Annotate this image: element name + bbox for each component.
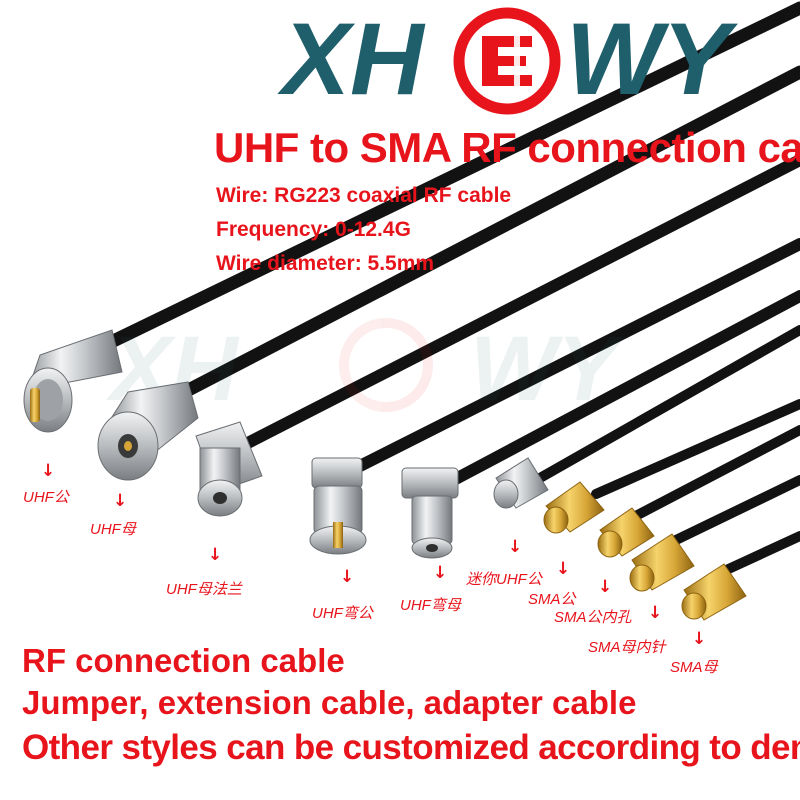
cable-sma-male — [591, 399, 800, 499]
label-sma-female: SMA母 — [670, 659, 718, 676]
label-sma-male-inner-hole: SMA公内孔 — [554, 609, 632, 626]
spec-wire: Wire: RG223 coaxial RF cable — [216, 184, 512, 207]
arrow-down-icon: ↓ — [556, 559, 571, 579]
spec-wire-diameter: Wire diameter: 5.5mm — [216, 252, 435, 275]
footer-line-1: RF connection cable — [22, 642, 345, 679]
spec-frequency: Frequency: 0-12.4G — [216, 218, 411, 241]
uhf-right-angle-male-connector — [309, 457, 367, 555]
cable-uhf-female — [143, 65, 800, 417]
uhf-female-flange-connector — [195, 421, 263, 517]
uhf-female-connector — [97, 381, 199, 481]
cable-uhf-flange — [232, 154, 800, 454]
label-uhf-right-angle-female: UHF弯母 — [400, 597, 461, 614]
watermark-logo: XH WY — [105, 318, 626, 420]
cable-uhf-male — [63, 1, 800, 369]
product-title: UHF to SMA RF connection cable — [214, 124, 800, 171]
label-uhf-right-angle-male: UHF弯公 — [312, 605, 373, 622]
arrow-down-icon: ↓ — [692, 629, 707, 649]
svg-text:WY: WY — [470, 318, 626, 420]
label-mini-uhf-male: 迷你UHF公 — [466, 571, 542, 588]
arrow-down-icon: ↓ — [208, 545, 223, 565]
uhf-right-angle-female-connector — [401, 467, 459, 559]
sma-female-inner-pin-connector — [629, 533, 695, 592]
label-sma-female-inner-pin: SMA母内针 — [588, 639, 666, 656]
logo-e-circle-icon — [453, 7, 561, 115]
cable-sma-male-rp — [623, 425, 800, 525]
footer-line-2: Jumper, extension cable, adapter cable — [22, 684, 637, 721]
label-uhf-male: UHF公 — [23, 489, 69, 506]
brand-logo: XH WY — [0, 0, 800, 130]
arrow-down-icon: ↓ — [648, 603, 663, 623]
logo-text-right: WY — [566, 2, 731, 116]
arrow-down-icon: ↓ — [113, 491, 128, 511]
logo-text-left: XH — [282, 2, 424, 116]
arrow-down-icon: ↓ — [433, 563, 448, 583]
sma-male-connector — [543, 481, 605, 534]
cable-sma-female-rp — [671, 475, 800, 545]
label-uhf-female-flange: UHF母法兰 — [166, 581, 242, 598]
sma-male-inner-hole-connector — [597, 507, 655, 558]
arrow-down-icon: ↓ — [340, 567, 355, 587]
uhf-male-connector — [23, 329, 123, 433]
cable-uhf-right-angle-male — [346, 238, 800, 476]
arrow-down-icon: ↓ — [598, 577, 613, 597]
coaxial-cables — [63, 1, 800, 577]
mini-uhf-male-connector — [493, 457, 549, 509]
cable-uhf-right-angle-female — [444, 290, 800, 488]
label-uhf-female: UHF母 — [90, 521, 136, 538]
cable-mini-uhf — [535, 325, 800, 483]
cable-sma-female — [717, 531, 800, 577]
sma-female-connector — [681, 563, 747, 621]
arrow-down-icon: ↓ — [41, 461, 56, 481]
arrow-down-icon: ↓ — [508, 537, 523, 557]
label-sma-male: SMA公 — [528, 591, 576, 608]
footer-line-3: Other styles can be customized according… — [22, 728, 800, 767]
